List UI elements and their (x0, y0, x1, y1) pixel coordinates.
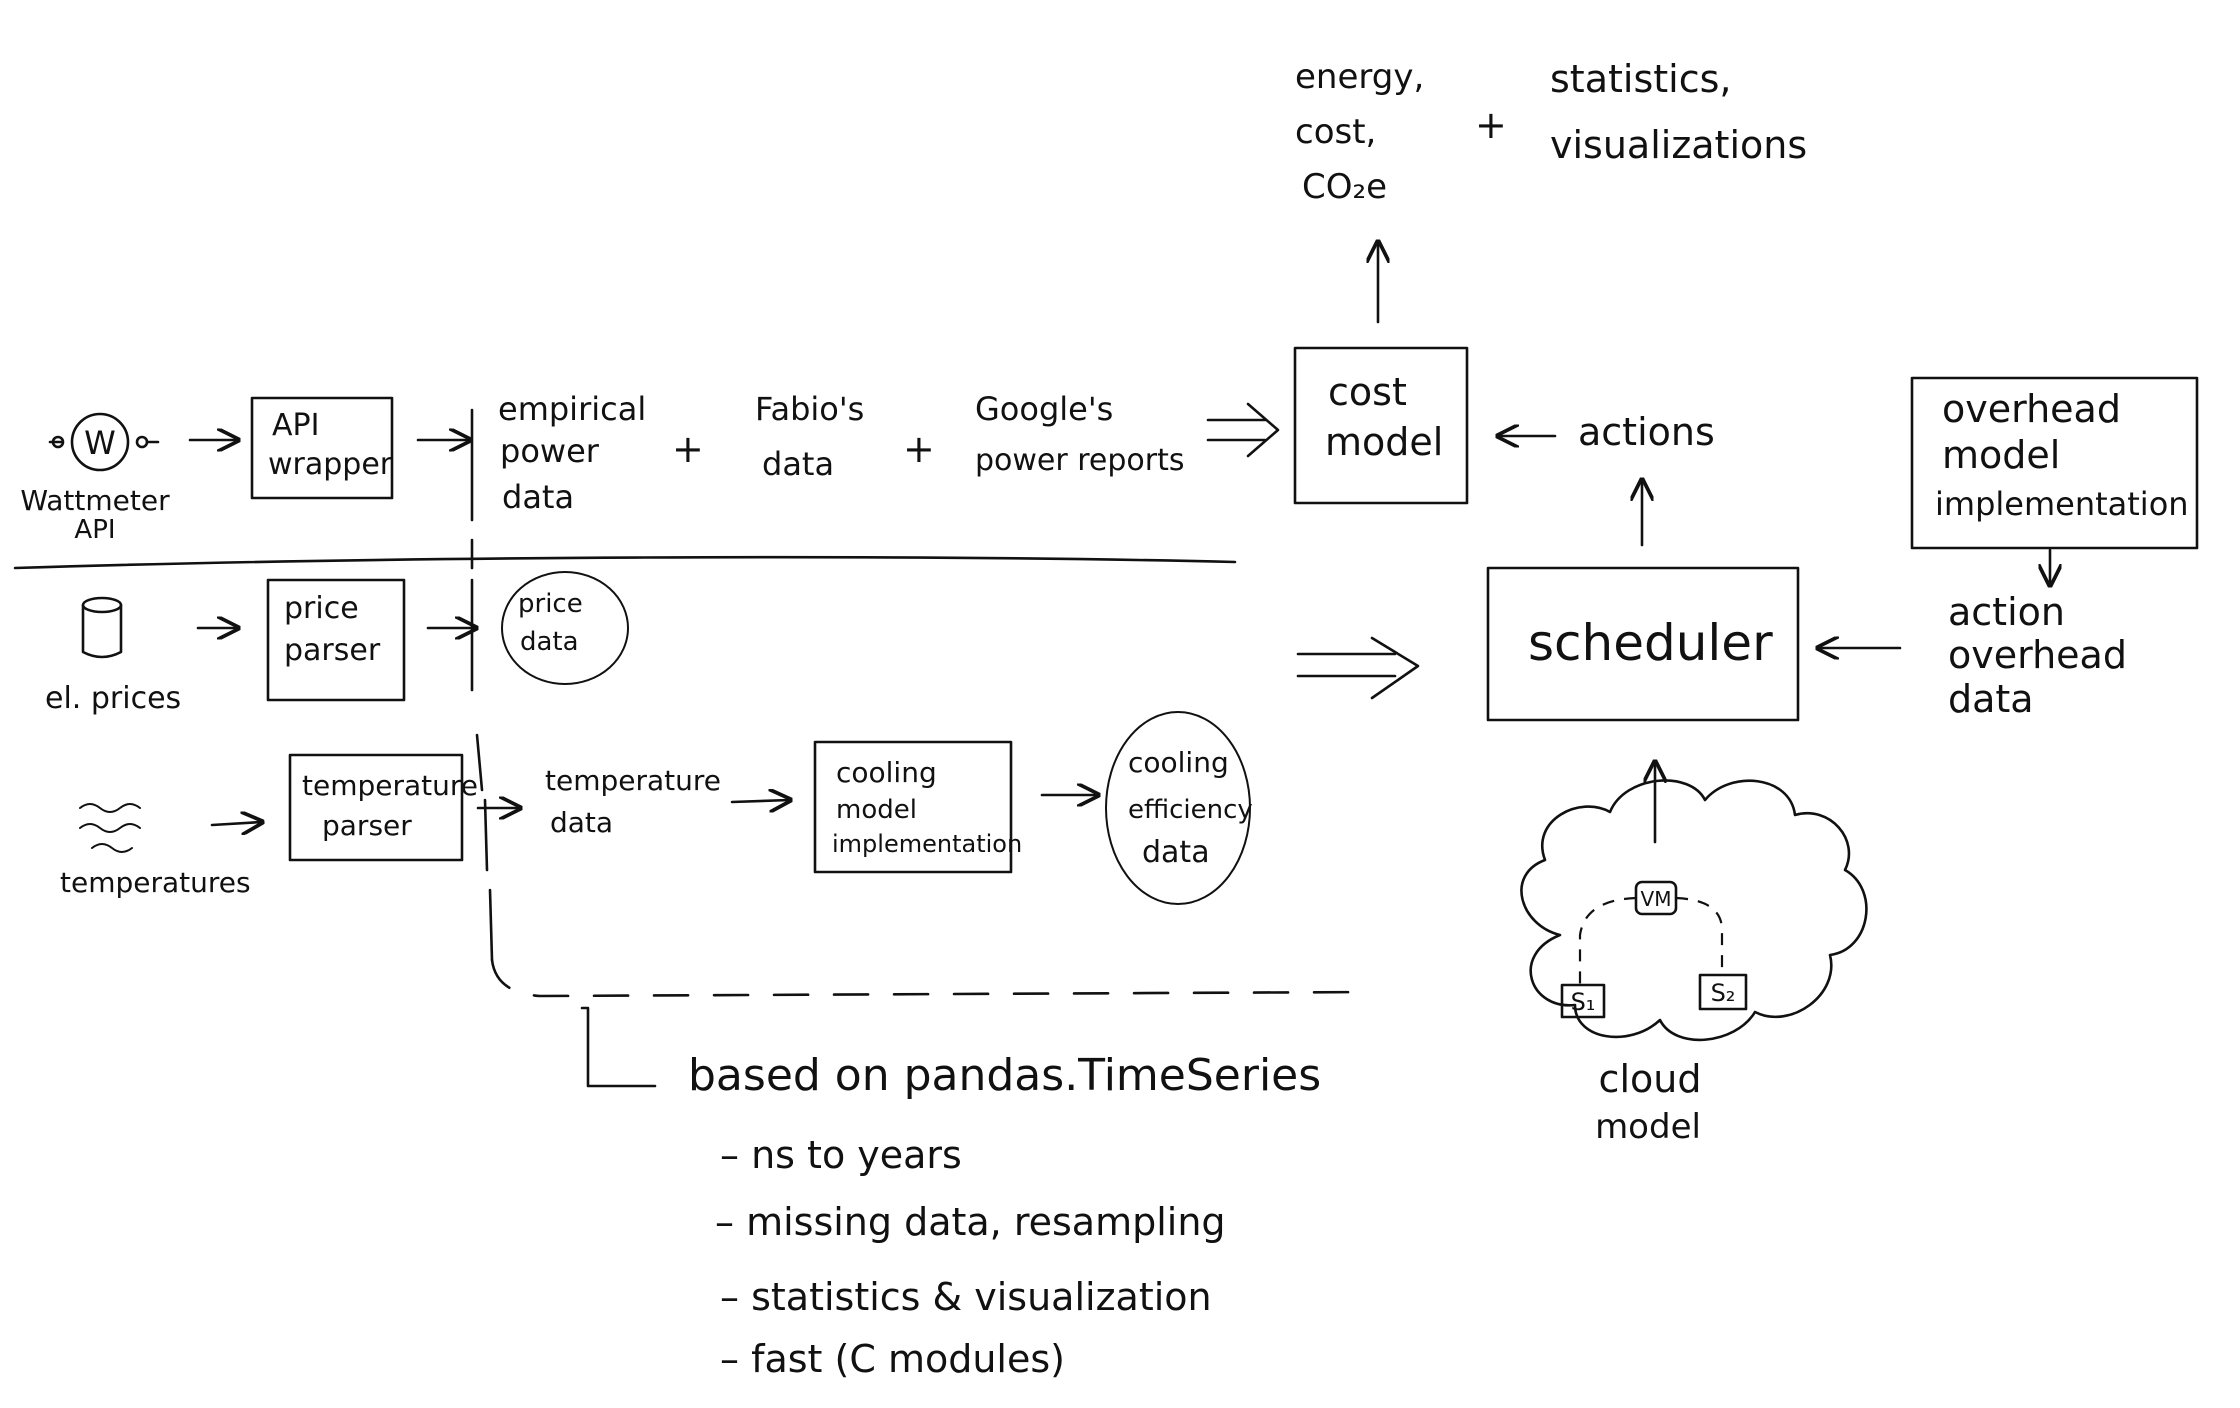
price-data-circle (501, 571, 629, 685)
scheduler-box (1486, 566, 1800, 722)
notes-bullet-2: – missing data, resampling (715, 1200, 1226, 1244)
cost-model-box (1293, 346, 1469, 505)
cooling-efficiency-line3: data (1142, 835, 1210, 870)
temperature-waves-icon (79, 803, 141, 853)
notes-bullet-3: – statistics & visualization (720, 1275, 1212, 1319)
separator-line (13, 555, 1237, 570)
s1-box (1560, 983, 1606, 1019)
s1-label: S₁ (1571, 988, 1596, 1016)
double-arrow-to-scheduler (1296, 636, 1420, 700)
cooling-efficiency-line1: cooling (1128, 746, 1229, 779)
fabios-line2: data (762, 445, 834, 483)
overhead-model-line1: overhead (1942, 387, 2121, 431)
wattmeter-icon: W (48, 412, 160, 472)
cost-model-line1: cost (1328, 370, 1407, 414)
el-prices-label: el. prices (45, 681, 181, 716)
notes-bracket (580, 1006, 657, 1088)
empirical-line1: empirical (498, 390, 646, 428)
cloud-label-line2: model (1595, 1107, 1701, 1147)
vm-to-s2-link (1675, 896, 1724, 975)
cost-model-line2: model (1325, 420, 1443, 464)
wattmeter-symbol: W (84, 424, 116, 462)
cooling-efficiency-circle (1105, 711, 1251, 905)
double-arrow-to-costmodel (1206, 402, 1280, 458)
action-overhead-line2: overhead (1948, 633, 2127, 677)
action-overhead-line1: action (1948, 590, 2065, 634)
overhead-model-line2: model (1942, 433, 2060, 477)
notes-bullet-4: – fast (C modules) (720, 1337, 1065, 1381)
fabios-line1: Fabio's (755, 390, 864, 428)
notes-heading: based on pandas.TimeSeries (688, 1050, 1321, 1101)
cooling-model-box (813, 740, 1013, 874)
empirical-line2: power (500, 432, 600, 470)
notes-bullet-1: – ns to years (720, 1133, 962, 1177)
arrow-temperatures-to-parser (210, 822, 262, 825)
plus-2: + (903, 427, 935, 471)
cooling-model-line3: implementation (832, 830, 1022, 858)
cooling-model-line1: cooling (836, 756, 937, 789)
output-visualizations: visualizations (1550, 123, 1807, 167)
temperature-parser-line2: parser (322, 809, 412, 842)
price-data-line1: price (518, 589, 583, 619)
price-data-line2: data (520, 627, 579, 657)
vertical-divider (470, 408, 494, 962)
output-statistics: statistics, (1550, 57, 1731, 101)
api-wrapper-box (250, 396, 394, 500)
output-energy: energy, (1295, 57, 1424, 97)
wattmeter-label-line2: API (74, 515, 115, 545)
temperatures-label: temperatures (60, 866, 251, 899)
s2-label: S₂ (1711, 979, 1736, 1007)
temperature-data-line1: temperature (545, 764, 721, 797)
overhead-model-line3: implementation (1935, 485, 2189, 523)
price-parser-line2: parser (284, 633, 381, 668)
empirical-line3: data (502, 478, 574, 516)
googles-line1: Google's (975, 390, 1113, 428)
plus-1: + (672, 427, 704, 471)
vm-to-s1-link (1578, 896, 1637, 985)
temperature-parser-line1: temperature (302, 769, 478, 802)
api-wrapper-line1: API (272, 408, 319, 443)
actions-label: actions (1578, 410, 1715, 454)
price-parser-box (266, 578, 406, 702)
price-parser-line1: price (284, 591, 359, 626)
action-overhead-line3: data (1948, 677, 2034, 721)
timeseries-boundary-dashed (490, 958, 1374, 998)
api-wrapper-line2: wrapper (268, 447, 393, 482)
overhead-model-box (1910, 376, 2199, 550)
cloud-shape (1520, 779, 1868, 1042)
outputs-plus: + (1475, 103, 1507, 147)
outputs-statistics-visualizations: statistics, visualizations (1550, 57, 1807, 167)
temperature-parser-box (288, 753, 464, 862)
arrow-tempdata-to-cooling (730, 800, 790, 802)
wattmeter-label-line1: Wattmeter (20, 484, 170, 517)
database-icon (81, 596, 123, 659)
googles-line2: power reports (975, 443, 1185, 478)
vm-label: VM (1641, 887, 1672, 911)
s2-box (1698, 973, 1748, 1011)
cooling-model-line2: model (836, 795, 917, 825)
outputs-energy-cost-co2: energy, cost, CO₂e (1295, 57, 1424, 207)
output-co2e: CO₂e (1302, 167, 1387, 207)
temperature-data-line2: data (550, 806, 613, 839)
output-cost: cost, (1295, 112, 1376, 152)
cooling-efficiency-line2: efficiency (1128, 795, 1253, 825)
cloud-label-line1: cloud (1599, 1057, 1702, 1101)
scheduler-label: scheduler (1528, 614, 1773, 672)
